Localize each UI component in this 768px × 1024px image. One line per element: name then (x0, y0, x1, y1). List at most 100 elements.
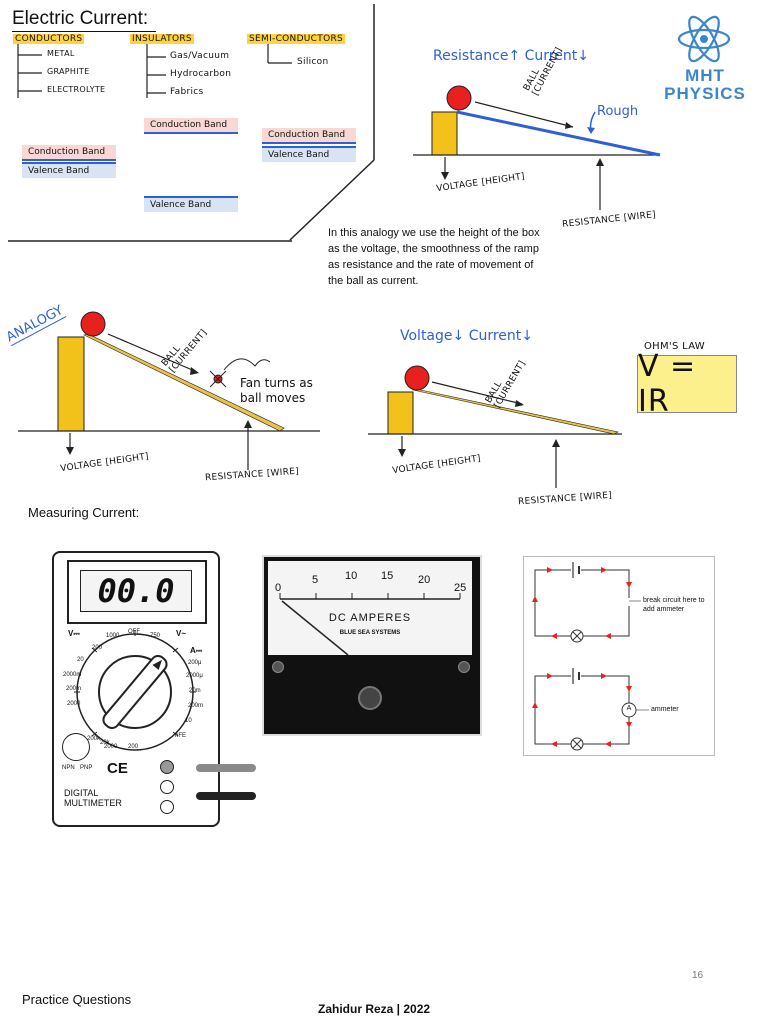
ammeter-unit: DC AMPERES (328, 612, 412, 624)
multimeter-readout: 00.0 (97, 572, 175, 610)
break-circuit-note: break circuit here to add ammeter (643, 597, 705, 613)
title-underline (12, 31, 156, 32)
dial-label: 20m (189, 688, 201, 694)
dial-label: 200m (188, 703, 204, 709)
dial-label-a-dc: A⎓ (190, 646, 203, 655)
voltage-box (57, 336, 85, 432)
ramp-diagram-rough (413, 85, 661, 210)
probe-jack-3[interactable] (160, 800, 174, 814)
classification-frame (8, 4, 375, 242)
probe-jack-1[interactable] (160, 760, 174, 774)
insulator-item: Hydrocarbon (170, 69, 232, 79)
scale-tick-label: 20 (418, 574, 431, 586)
ammeter-needle (281, 600, 349, 655)
atom-logo-icon (677, 15, 731, 63)
ammeter-face (268, 561, 472, 655)
dial-label: 200k (87, 736, 101, 742)
circuit-panel (523, 556, 715, 756)
voltage-box (387, 391, 414, 435)
ammeter-note: ammeter (651, 706, 679, 713)
probe-lead-grey[interactable] (196, 764, 256, 772)
dial-label-v-ac: V~ (176, 629, 187, 638)
conductor-item: Electrolyte (47, 85, 106, 94)
rough-ramp (456, 110, 661, 157)
conductor-item: Graphite (47, 67, 90, 76)
semiconductors-heading: Semi-Conductors (247, 34, 346, 44)
dial-label: 200m (66, 686, 82, 692)
practice-questions-heading: Practice Questions (22, 992, 132, 1007)
scale-tick-label: 10 (345, 570, 358, 582)
dial-label: 200μ (188, 660, 202, 666)
multimeter-display: 00.0 (80, 570, 192, 612)
insulator-item: Fabrics (170, 87, 204, 97)
logo-text-mht: MHT (685, 66, 725, 85)
multimeter-label-line2: MULTIMETER (64, 798, 122, 808)
voltage-current-label: Voltage↓ Current↓ (400, 328, 534, 344)
ammeter-needle-scale (279, 593, 461, 655)
fan-label: Fan turns as ball moves (240, 376, 313, 405)
dial-label: 1000 (106, 633, 120, 639)
dial-label: 200 (92, 645, 103, 651)
fan-icon (209, 370, 227, 388)
conductor-conduction-band: Conduction Band (22, 145, 116, 161)
dial-label: 20 (77, 657, 84, 663)
ramp-diagram-analogy (18, 311, 320, 470)
dial-label-v-dc: V⎓ (68, 629, 80, 638)
ohms-law-formula: V = IR (638, 349, 697, 419)
dial-label: OFF (128, 629, 140, 635)
circuit-diagrams (532, 562, 649, 751)
ohms-law-title: Ohm's Law (644, 341, 705, 352)
mount-screw-icon (458, 661, 470, 673)
pnp-label: PNP (80, 765, 93, 771)
insulator-conduction-band: Conduction Band (144, 118, 238, 134)
dial-label: 2000 (67, 701, 81, 707)
probe-jack-2[interactable] (160, 780, 174, 794)
scale-tick-label: 0 (275, 582, 282, 594)
scale-tick-label: 25 (454, 582, 467, 594)
voltage-box (431, 111, 458, 156)
semiconductor-item: Silicon (297, 57, 329, 67)
conductors-heading: Conductors (13, 34, 85, 44)
ramp (411, 388, 619, 435)
multimeter-dial[interactable] (52, 620, 218, 760)
ramp-diagram-low-voltage (368, 365, 622, 488)
rough-label: Rough (597, 104, 639, 119)
page-title: Electric Current: (12, 8, 149, 29)
ce-mark: CE (107, 760, 128, 777)
dial-label: 2000m (63, 672, 82, 678)
dial-label: 2000μ (186, 673, 203, 679)
dial-label: 2000 (104, 744, 118, 750)
conductor-item: Metal (47, 49, 75, 58)
semiconductor-conduction-band: Conduction Band (262, 128, 356, 144)
author-credit: Zahidur Reza | 2022 (318, 1002, 431, 1016)
insulators-heading: Insulators (130, 34, 194, 44)
ball (404, 365, 430, 391)
multimeter-label-line1: DIGITAL (64, 788, 99, 798)
ball (80, 311, 106, 337)
dial-label: 20k (100, 740, 110, 746)
dial-label: 10 (185, 718, 192, 724)
dial-label: hFE (175, 733, 187, 739)
semiconductor-valence-band: Valence Band (262, 146, 356, 162)
page-number: 16 (692, 970, 704, 981)
mount-screw-icon (272, 661, 284, 673)
insulator-valence-band: Valence Band (144, 196, 238, 212)
scale-tick-label: 5 (312, 574, 319, 586)
resistance-current-label: Resistance↑ Current↓ (433, 48, 589, 64)
measuring-heading: Measuring Current: (28, 505, 140, 520)
insulator-item: Gas/Vacuum (170, 51, 230, 61)
ohms-law-box: V = IR (637, 349, 737, 419)
analogy-paragraph: In this analogy we use the height of the… (328, 227, 540, 287)
conductor-valence-band: Valence Band (22, 162, 116, 178)
logo-text-physics: PHYSICS (664, 84, 746, 103)
dial-label: 750 (150, 633, 161, 639)
transistor-socket (62, 733, 90, 761)
dial-label: 200 (128, 744, 139, 750)
probe-lead-black[interactable] (196, 792, 256, 800)
npn-label: NPN (62, 765, 75, 771)
ammeter-symbol-letter: A (626, 705, 632, 712)
zero-adjust-knob-icon[interactable] (358, 686, 382, 710)
ammeter-brand: BLUE SEA SYSTEMS (339, 630, 401, 636)
scale-tick-label: 15 (381, 570, 394, 582)
ball (446, 85, 472, 111)
